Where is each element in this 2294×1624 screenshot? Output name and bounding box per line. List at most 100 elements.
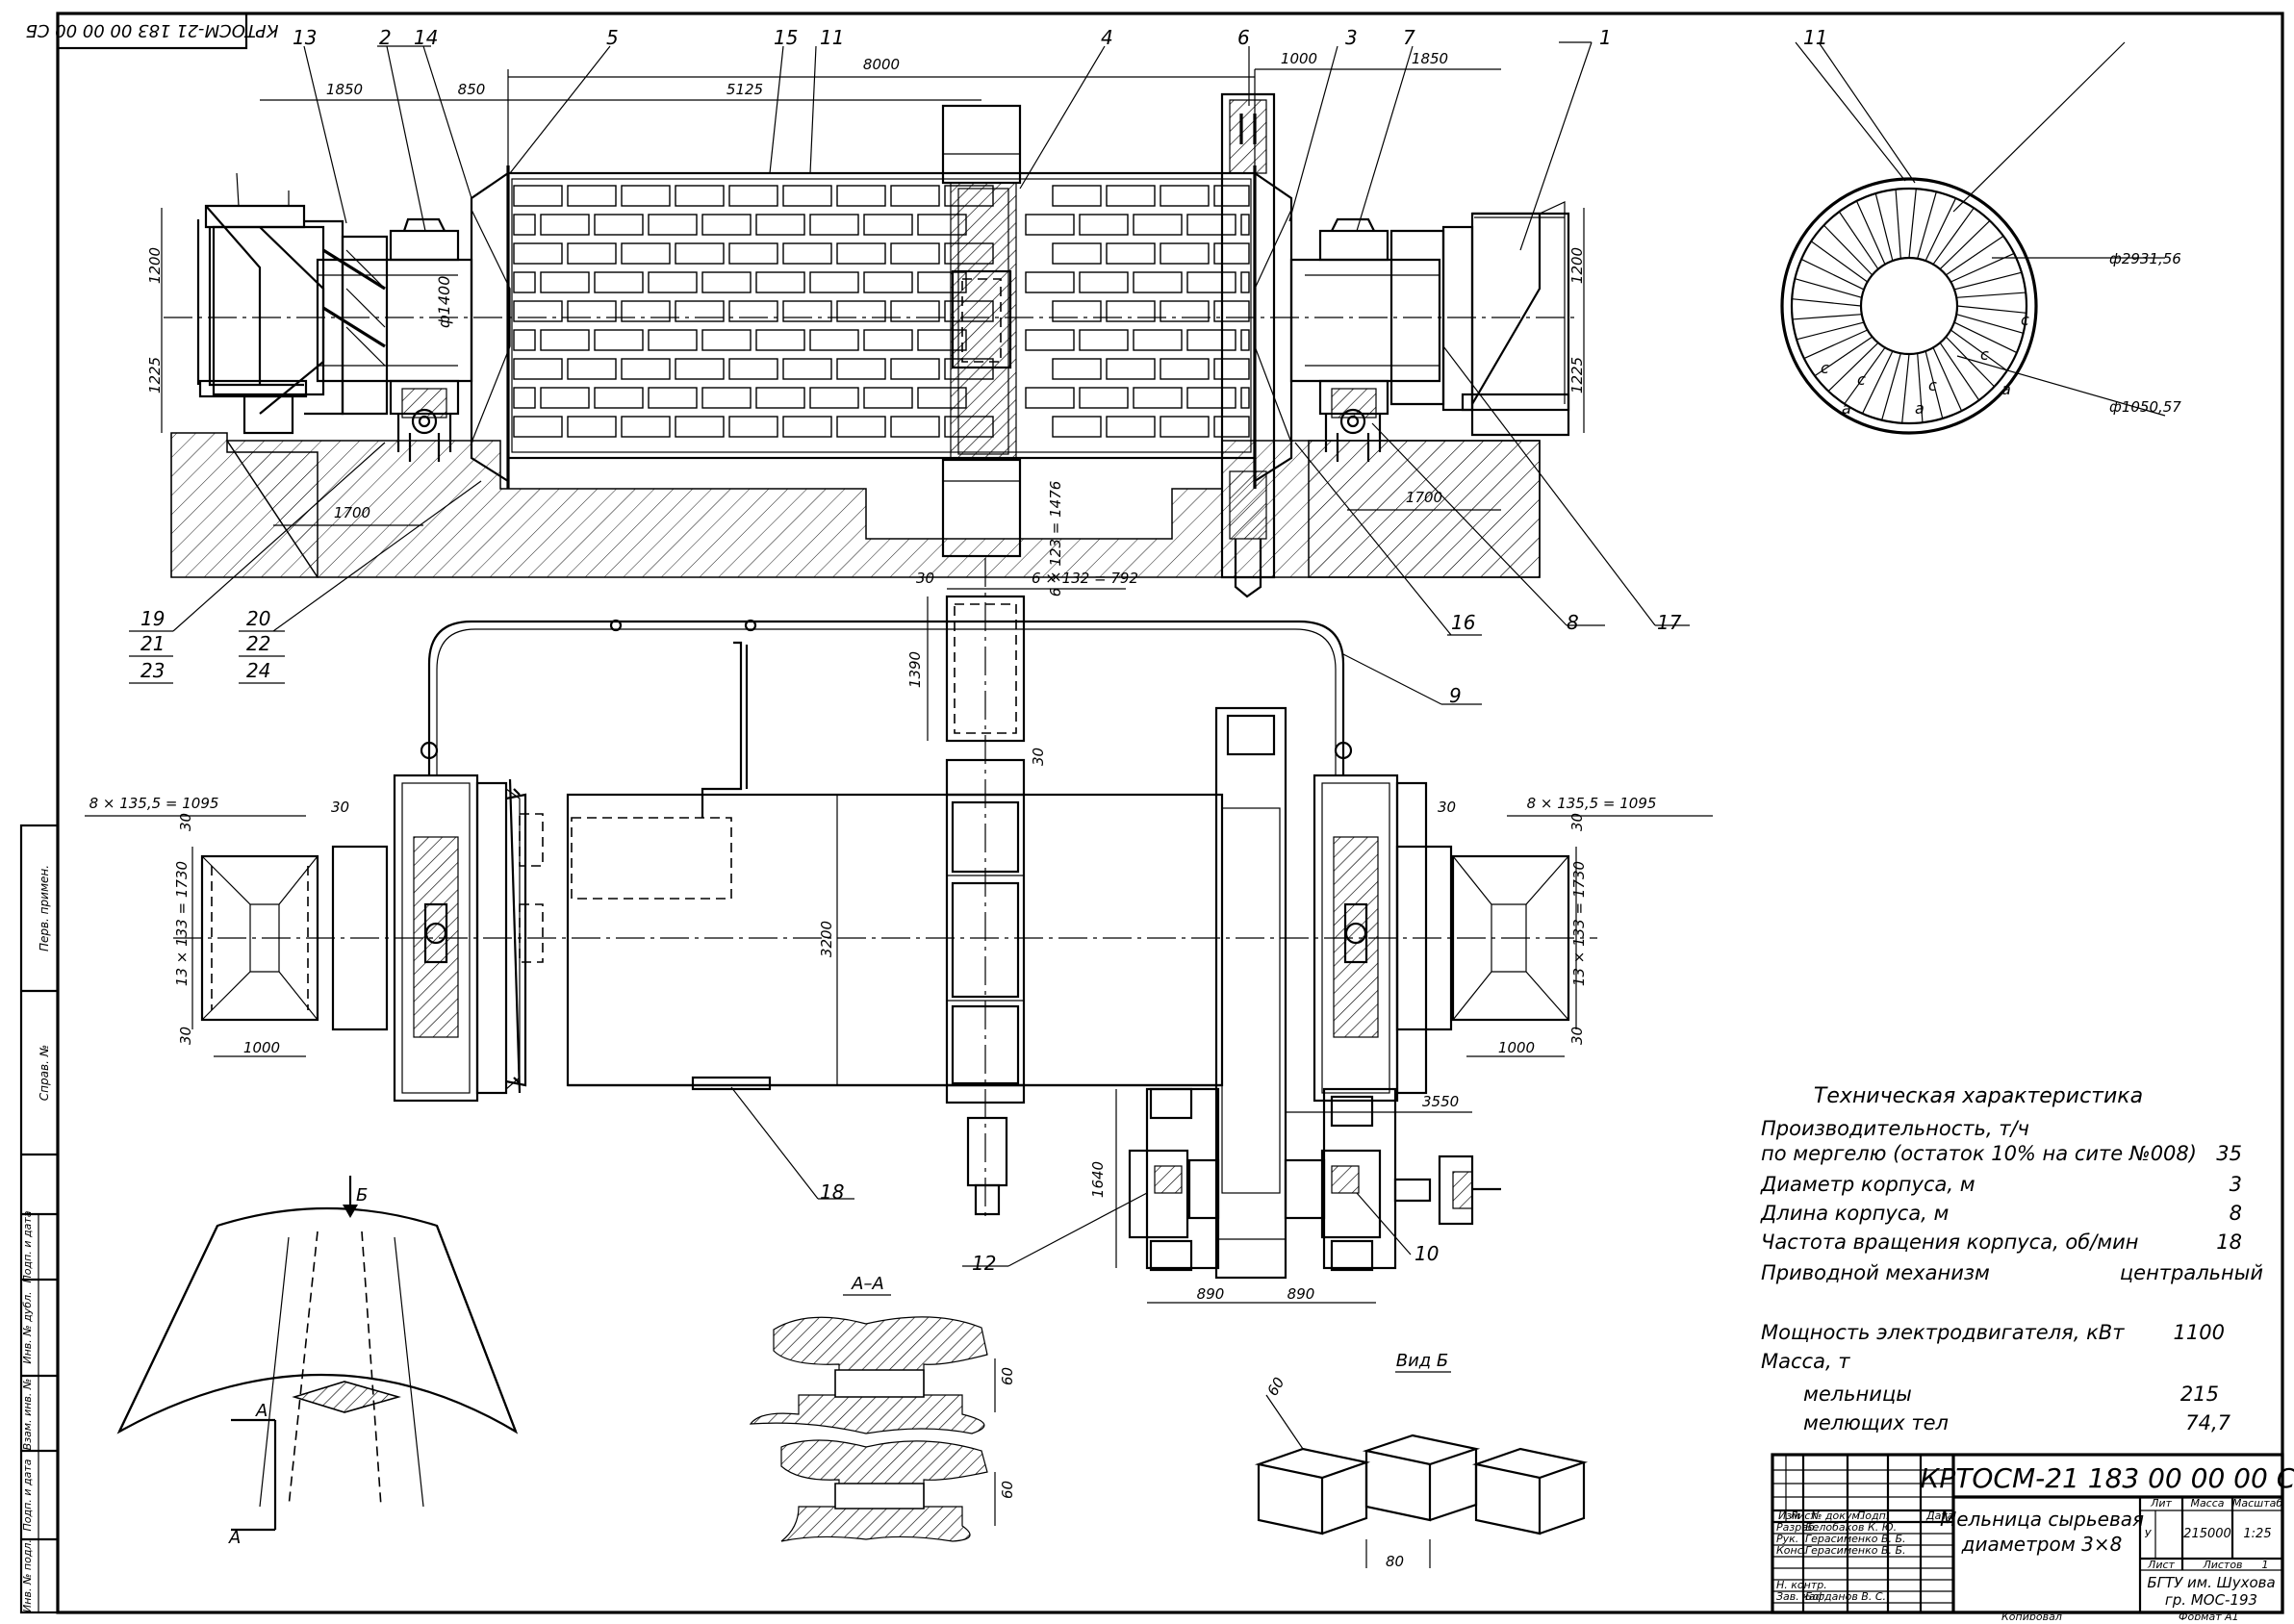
sheet-frame — [56, 12, 2284, 1614]
lining-brick — [836, 242, 886, 265]
lifter-line — [1803, 329, 1868, 360]
pos-1: 1 — [1599, 26, 1612, 49]
specs-title: Техническая характеристика — [1814, 1084, 2143, 1108]
spec-row-4-value: 8 — [2230, 1202, 2242, 1225]
lining-brick — [782, 185, 832, 207]
pos-14: 14 — [414, 26, 438, 49]
lining-brick — [594, 329, 644, 351]
tb-sheets-lbl: Листов — [2202, 1559, 2242, 1571]
lining-brick — [809, 271, 859, 293]
dim-60-b: 60 — [999, 1481, 1016, 1499]
pos-8: 8 — [1567, 611, 1579, 634]
dim-850: 850 — [458, 81, 486, 98]
lining-brick — [836, 300, 886, 322]
side-strip-5: Взам. инв. № — [21, 1379, 34, 1451]
dim-60-a: 60 — [999, 1367, 1016, 1385]
dim-60-c: 60 — [1263, 1374, 1287, 1399]
dim-5125: 5125 — [726, 81, 763, 98]
dim-30-d: 30 — [1438, 799, 1456, 816]
lifter-line — [1932, 207, 1975, 266]
dim-1200-left: 1200 — [146, 247, 164, 284]
lining-brick — [782, 300, 832, 322]
pos-22: 22 — [246, 632, 270, 655]
tb-name-row-5: Богданов В. С. — [1805, 1590, 1886, 1603]
lining-brick — [809, 387, 859, 409]
lining-brick — [513, 214, 536, 236]
lining-brick — [594, 214, 644, 236]
lifter-line — [1874, 192, 1894, 262]
lining-brick — [1052, 300, 1102, 322]
drum-lining — [513, 185, 1250, 438]
lining-brick — [890, 242, 940, 265]
tb-role-3: Конс. — [1776, 1544, 1806, 1557]
lining-brick — [1186, 271, 1236, 293]
drum-cross-section: ф2931,56 ф1050,57 с с с с с а а а — [1780, 41, 2181, 435]
lining-brick — [1106, 300, 1156, 322]
spec-row-1-label: Производительность, т/ч — [1761, 1117, 2029, 1140]
lining-brick — [1240, 387, 1250, 409]
pos-16: 16 — [1451, 611, 1475, 634]
dim-1400: ф1400 — [435, 276, 453, 328]
lining-brick — [728, 358, 778, 380]
lining-brick — [1240, 271, 1250, 293]
lining-brick — [540, 271, 590, 293]
lining-brick — [1025, 271, 1075, 293]
dim-1730-left: 13 × 133 = 1730 — [173, 861, 191, 986]
lining-brick — [836, 358, 886, 380]
lining-brick — [1213, 242, 1250, 265]
lifter-line — [1908, 189, 1917, 259]
section-aa: А–А 60 60 — [749, 1274, 1016, 1542]
lifter-line — [1953, 271, 2023, 291]
spec-row-4-label: Длина корпуса, м — [1760, 1202, 1950, 1225]
lining-brick — [675, 300, 725, 322]
lining-brick — [1079, 271, 1129, 293]
lining-brick — [782, 416, 832, 438]
letter-c4: с — [2021, 311, 2029, 329]
lining-brick — [648, 329, 698, 351]
pos-2: 2 — [379, 26, 392, 49]
lining-brick — [1106, 358, 1156, 380]
cut-a-bottom: А — [228, 1528, 241, 1548]
plan-view — [173, 558, 1597, 1280]
pos-23: 23 — [140, 659, 165, 682]
section-aa-title: А–А — [851, 1274, 884, 1294]
sector-view: А А Б — [116, 1176, 519, 1548]
lining-brick — [567, 416, 617, 438]
lining-brick — [1213, 416, 1250, 438]
dim-1000-plan-right: 1000 — [1498, 1039, 1535, 1056]
spec-row-5-value: 18 — [2216, 1231, 2242, 1254]
dim-792: 6 × 132 = 792 — [1032, 570, 1138, 587]
letter-c3: с — [1980, 345, 1989, 364]
lining-brick — [863, 329, 913, 351]
view-b: Вид Б 60 80 — [1254, 1351, 1589, 1570]
lifter-line — [1810, 241, 1869, 283]
lining-brick — [1160, 300, 1210, 322]
lining-brick — [675, 416, 725, 438]
lining-brick — [567, 300, 617, 322]
dim-8000: 8000 — [863, 56, 900, 73]
tb-org-1: БГТУ им. Шухова — [2147, 1574, 2275, 1591]
lining-brick — [755, 387, 805, 409]
lifter-line — [1950, 329, 2008, 371]
lining-brick — [728, 242, 778, 265]
dim-1850-left: 1850 — [326, 81, 363, 98]
dim-80: 80 — [1386, 1553, 1404, 1570]
pos-13: 13 — [293, 26, 317, 49]
tb-hdr-mass: Масса — [2190, 1497, 2224, 1510]
position-callouts: 1 2 3 4 5 6 7 8 9 10 11 11 12 13 14 15 1… — [129, 26, 1906, 1275]
lining-brick — [863, 271, 913, 293]
lifter-line — [1939, 342, 1980, 401]
lining-brick — [513, 416, 563, 438]
dim-2931: ф2931,56 — [2109, 250, 2181, 267]
lining-brick — [1079, 387, 1129, 409]
pos-11: 11 — [1803, 26, 1827, 49]
side-strip: Перв. примен. Справ. № Подп. и дата Инв.… — [19, 824, 60, 1614]
spec-row-10-label: мелющих тел — [1803, 1411, 1949, 1434]
lifter-line — [1795, 278, 1862, 298]
tb-col-sign: Подп. — [1857, 1510, 1889, 1522]
dim-3200: 3200 — [818, 921, 835, 957]
spec-row-2-label: по мергелю (остаток 10% на сите №008) — [1761, 1142, 2197, 1165]
letter-c2: с — [1928, 376, 1937, 394]
lifter-line — [1956, 305, 2026, 314]
pos-5: 5 — [606, 26, 619, 49]
